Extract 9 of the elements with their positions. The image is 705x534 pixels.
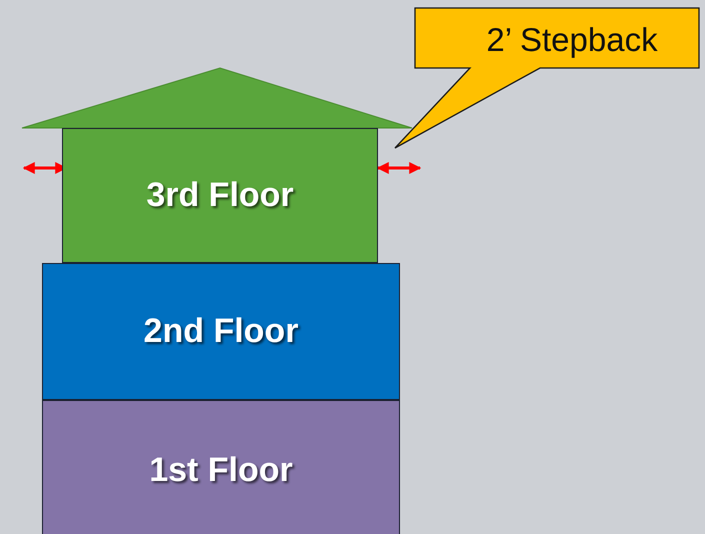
floor-block <box>62 128 378 263</box>
floor-label: 3rd Floor <box>146 176 294 215</box>
callout-text: 2’ Stepback <box>486 21 658 59</box>
callout-bubble <box>394 8 700 149</box>
floor-label: 2nd Floor <box>144 312 298 351</box>
floor-block <box>42 263 400 400</box>
floor-block <box>42 400 400 534</box>
floor-label: 1st Floor <box>149 450 293 490</box>
roof <box>22 68 412 128</box>
